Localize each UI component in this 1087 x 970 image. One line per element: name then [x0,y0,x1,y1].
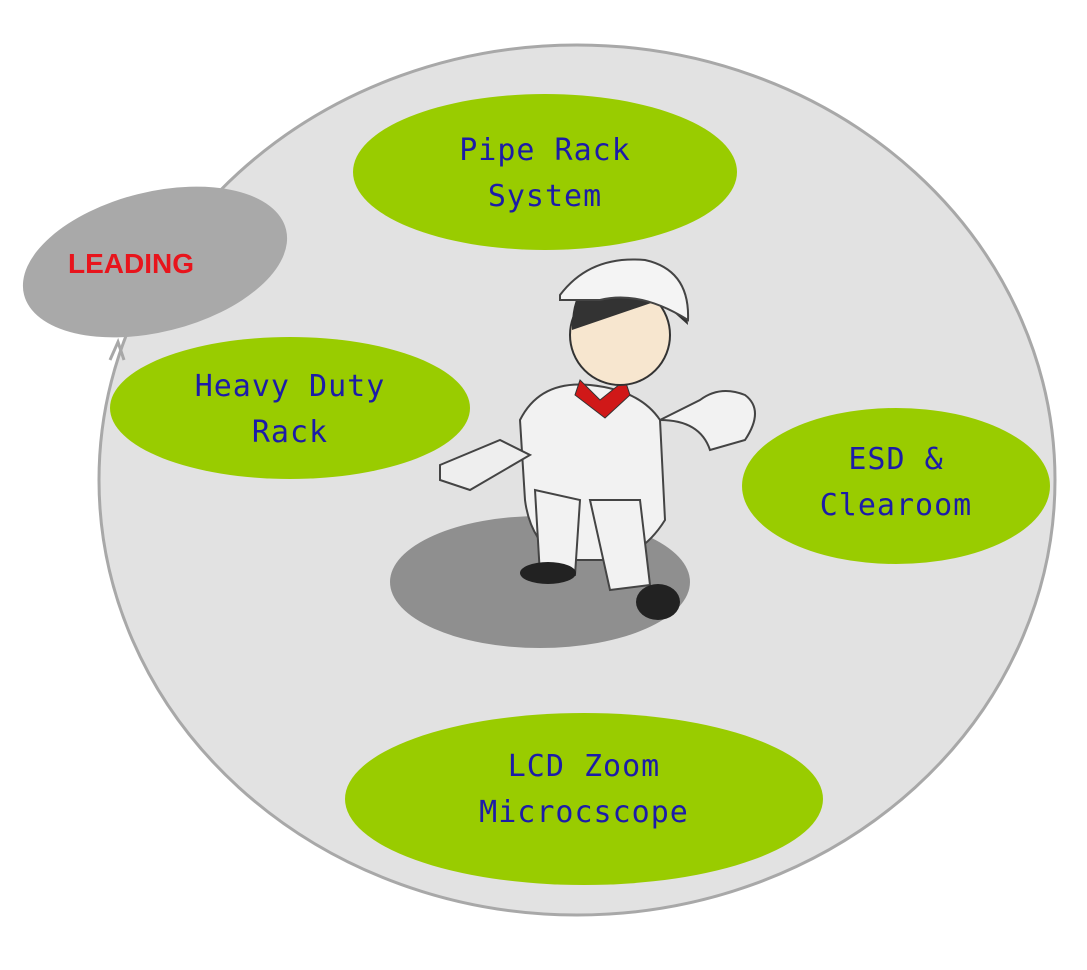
lcd-label: LCD Zoom Microcscope [345,744,823,836]
label-line: Clearoom [819,488,973,523]
label-line: Heavy Duty [194,369,386,404]
leading-label: LEADING [68,248,194,279]
label-line: LCD Zoom [507,749,661,784]
bubble-esd [742,408,1050,564]
worker-illustration [390,258,756,648]
cycle-arrow-icon [108,337,126,361]
label-line: Microcscope [479,795,689,830]
label-line: Pipe Rack [459,133,631,168]
bubble-lcd [345,713,823,885]
pipe-rack-label: Pipe Rack System [353,128,737,220]
label-line: System [487,179,603,214]
bubble-pipe-rack [353,94,737,250]
label-line: Rack [251,415,329,450]
leading-bubble [22,186,288,338]
heavy-duty-label: Heavy Duty Rack [110,364,470,456]
esd-label: ESD & Clearoom [742,437,1050,529]
bubble-heavy-duty [110,337,470,479]
label-line: ESD & [848,442,944,477]
